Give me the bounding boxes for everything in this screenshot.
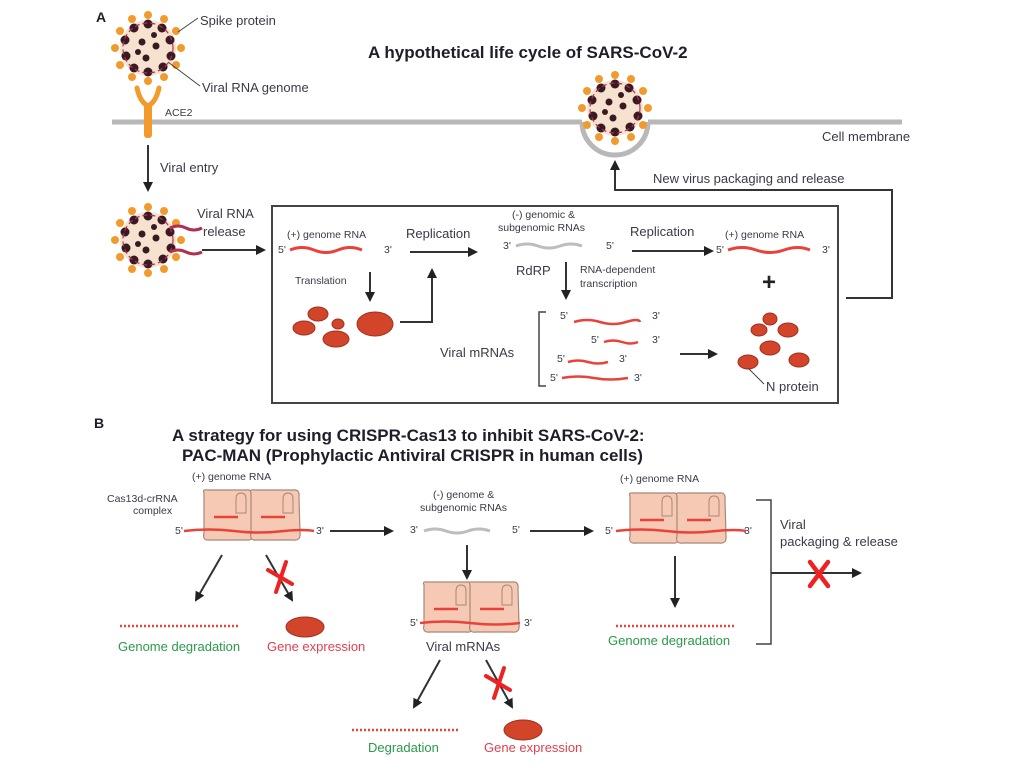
viral-entry-label: Viral entry	[160, 160, 219, 175]
viral-rna-genome-label: Viral RNA genome	[202, 80, 309, 95]
svg-text:3': 3'	[634, 372, 642, 384]
cytoplasm-box	[271, 205, 839, 404]
n-protein-leader-line	[747, 367, 765, 385]
minus-rna-strand	[515, 242, 583, 250]
three-prime-label: 3'	[822, 244, 830, 256]
minus-genomic-label-1: (-) genomic &	[512, 209, 575, 221]
viral-rna-release-label-1: Viral RNA	[197, 206, 254, 221]
five-prime-label: 5'	[716, 244, 724, 256]
cas13-complex-label-2: complex	[133, 505, 173, 517]
packaging-release-arrow	[610, 160, 893, 299]
rdrp-label: RdRP	[516, 263, 551, 278]
targeted-rna-strand-2	[615, 528, 747, 534]
cas13d-complex-icon	[675, 491, 728, 545]
plus-genome-rna-label: (+) genome RNA	[287, 229, 366, 241]
minus-genome-label-1: (-) genome &	[433, 489, 494, 501]
plus-sign: +	[762, 269, 776, 296]
genome-degradation-label-2: Genome degradation	[608, 633, 730, 648]
gene-expression-label-2: Gene expression	[484, 740, 582, 755]
packaging-bracket	[756, 499, 772, 645]
rna-dependent-label-2: transcription	[580, 278, 637, 290]
replication-label-1: Replication	[406, 226, 470, 241]
viral-mrnas-label-b: Viral mRNAs	[426, 639, 501, 654]
mrna-list	[561, 318, 642, 381]
viral-mrnas-label: Viral mRNAs	[440, 345, 515, 360]
degradation-arrow-2	[413, 659, 441, 709]
viral-packaging-label-2: packaging & release	[780, 534, 898, 549]
viral-packaging-label-1: Viral	[780, 517, 806, 532]
plus-genome-rna-label-2: (+) genome RNA	[725, 229, 804, 241]
targeted-rna-strand	[183, 528, 315, 534]
cell-membrane-label: Cell membrane	[822, 129, 910, 144]
plus-rna-strand-new	[727, 246, 811, 254]
svg-text:5': 5'	[550, 372, 558, 384]
svg-text:5': 5'	[591, 334, 599, 346]
spike-leader-line	[177, 17, 199, 33]
minus-rna-strand-b	[423, 527, 491, 535]
svg-text:5': 5'	[557, 353, 565, 365]
panel-b-title-2: PAC-MAN (Prophylactic Antiviral CRISPR i…	[182, 446, 643, 465]
ace2-label: ACE2	[165, 107, 193, 119]
five-prime-label: 5'	[512, 524, 520, 536]
three-prime-label: 3'	[384, 244, 392, 256]
degradation-label: Degradation	[368, 740, 439, 755]
plus-genome-rna-label-b: (+) genome RNA	[192, 471, 271, 483]
three-prime-label: 3'	[410, 524, 418, 536]
block-x-icon	[807, 559, 831, 589]
panel-a-title: A hypothetical life cycle of SARS-CoV-2	[368, 43, 688, 62]
svg-text:3': 3'	[652, 310, 660, 322]
panel-b-title-1: A strategy for using CRISPR-Cas13 to inh…	[172, 426, 645, 445]
cell-membrane	[112, 119, 902, 158]
mrna-bracket	[538, 311, 546, 387]
protein-to-replication-arrow	[400, 268, 437, 323]
three-prime-label: 3'	[503, 240, 511, 252]
viral-rna-release-label-2: release	[203, 224, 246, 239]
ace2-receptor-icon	[134, 85, 162, 138]
minus-genome-label-2: subgenomic RNAs	[420, 502, 507, 514]
protein-icon	[285, 616, 325, 638]
block-x-icon	[484, 666, 512, 700]
five-prime-label: 5'	[410, 617, 418, 629]
spike-protein-label: Spike protein	[200, 13, 276, 28]
five-prime-label: 5'	[175, 525, 183, 537]
three-prime-label: 3'	[744, 525, 752, 537]
three-prime-label: 3'	[524, 617, 532, 629]
degradation-arrow	[194, 554, 223, 602]
new-virus-packaging-label: New virus packaging and release	[653, 171, 845, 186]
uncoating-virus-icon	[110, 202, 186, 278]
rna-dependent-label-1: RNA-dependent	[580, 264, 655, 276]
svg-text:5': 5'	[560, 310, 568, 322]
genome-leader-line	[167, 61, 201, 87]
five-prime-label: 5'	[606, 240, 614, 252]
translation-label: Translation	[295, 275, 347, 287]
mrna-end-labels: 5' 3' 5' 3' 5' 3' 5' 3'	[550, 310, 660, 384]
cas13d-complex-icon	[628, 491, 681, 545]
released-rna-strand	[169, 248, 203, 256]
genome-degradation-label: Genome degradation	[118, 639, 240, 654]
five-prime-label: 5'	[605, 525, 613, 537]
n-protein-label: N protein	[766, 379, 819, 394]
protein-icon	[503, 719, 543, 741]
cas13-complex-label-1: Cas13d-crRNA	[107, 493, 178, 505]
gene-expression-label: Gene expression	[267, 639, 365, 654]
replication-label-2: Replication	[630, 224, 694, 239]
released-rna-strand	[169, 224, 203, 232]
budding-virus-icon	[577, 70, 653, 146]
panel-a-label: A	[96, 9, 106, 25]
cas13d-complex-icon	[422, 580, 475, 634]
svg-text:3': 3'	[652, 334, 660, 346]
five-prime-label: 5'	[278, 244, 286, 256]
three-prime-label: 3'	[316, 525, 324, 537]
plus-genome-rna-label-b2: (+) genome RNA	[620, 473, 699, 485]
virus-particle-icon	[110, 10, 186, 86]
viral-proteins-icon	[292, 306, 394, 348]
panel-b-label: B	[94, 415, 104, 431]
targeted-mrna-strand	[419, 620, 521, 626]
plus-rna-strand	[289, 246, 363, 254]
svg-text:3': 3'	[619, 353, 627, 365]
minus-genomic-label-2: subgenomic RNAs	[498, 222, 585, 234]
n-protein-icon	[737, 312, 810, 370]
block-x-icon	[266, 560, 294, 594]
